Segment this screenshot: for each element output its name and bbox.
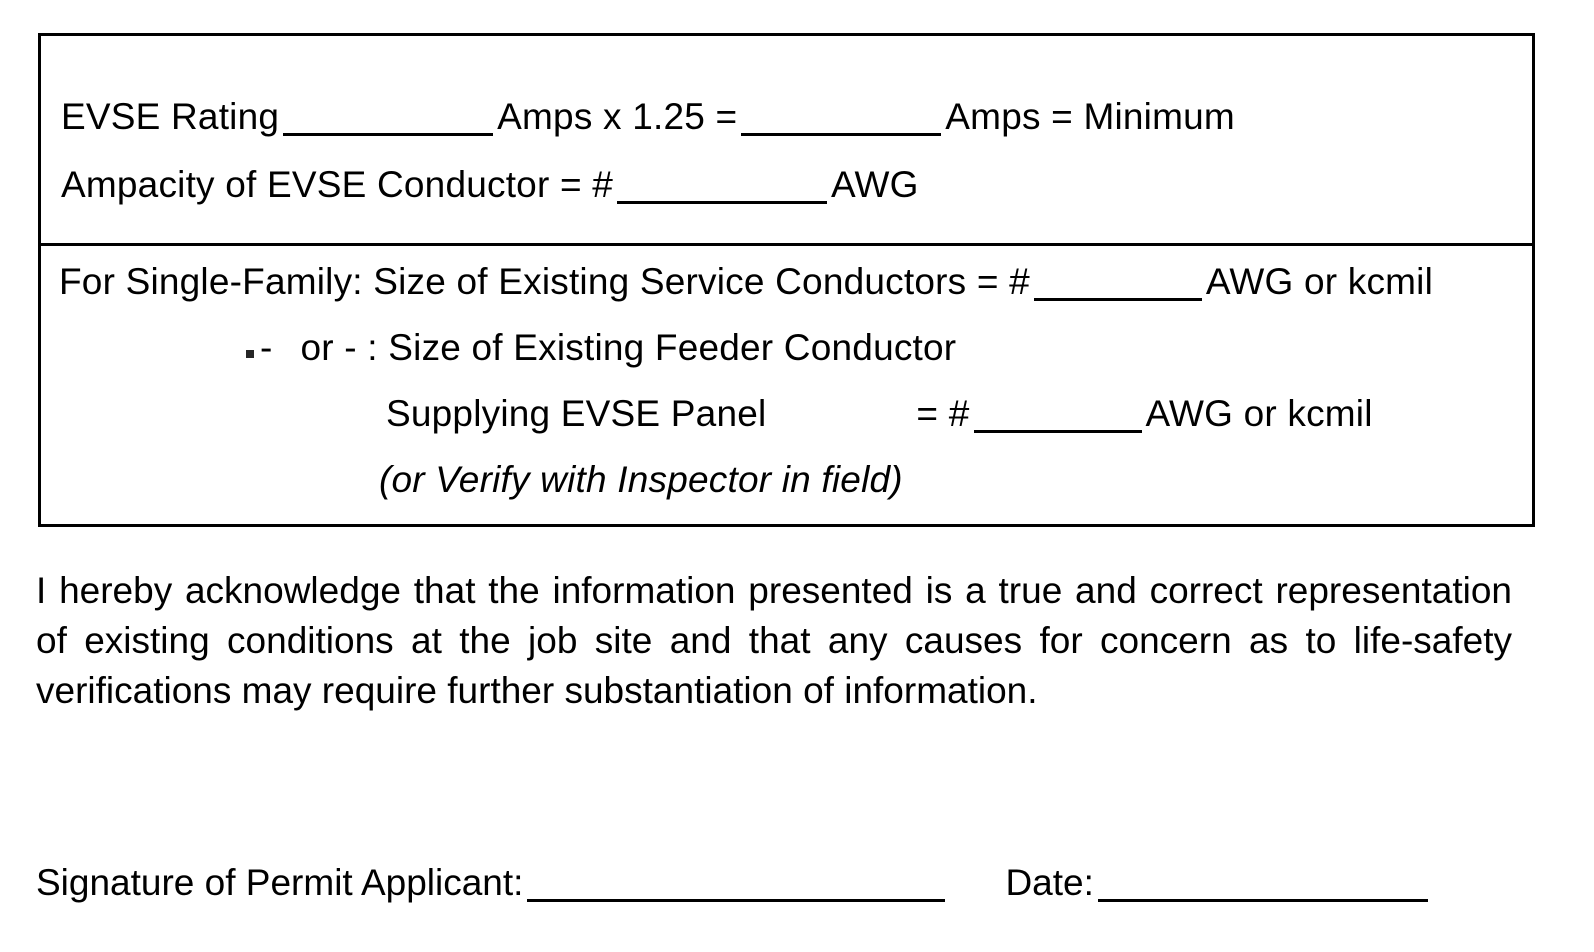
or-feeder-conductor-line: -or - : Size of Existing Feeder Conducto… (246, 329, 956, 366)
ampacity-line: Ampacity of EVSE Conductor = # AWG (61, 166, 919, 204)
signature-input-blank[interactable] (527, 899, 946, 902)
ampacity-awg-unit: AWG (831, 164, 919, 205)
form-box-divider (41, 243, 1532, 246)
feeder-conductor-size-blank[interactable] (973, 430, 1142, 433)
evse-rating-line: EVSE Rating Amps x 1.25 = Amps = Minimum (61, 98, 1235, 136)
single-family-service-label: For Single-Family: Size of Existing Serv… (59, 261, 1030, 302)
acknowledgement-line-1: I hereby acknowledge that the informatio… (36, 570, 1512, 611)
date-input-blank[interactable] (1097, 899, 1428, 902)
evse-rating-label: EVSE Rating (61, 96, 280, 137)
feeder-conductor-unit: AWG or kcmil (1145, 393, 1373, 434)
ampacity-awg-blank[interactable] (617, 201, 828, 204)
single-family-service-line: For Single-Family: Size of Existing Serv… (59, 263, 1433, 301)
acknowledgement-line-3: verifications may require further substa… (36, 670, 1038, 711)
feeder-conductor-label: or - : Size of Existing Feeder Conductor (300, 327, 957, 368)
form-section-conductor-sizing: EVSE Rating Amps x 1.25 = Amps = Minimum A… (41, 36, 1532, 243)
acknowledgement-line-2: of existing conditions at the job site a… (36, 620, 1512, 661)
evse-rating-multiplier-label: Amps x 1.25 = (497, 96, 738, 137)
signature-label: Signature of Permit Applicant: (36, 862, 524, 903)
supplying-evse-panel-line: Supplying EVSE Panel = # AWG or kcmil (386, 395, 1373, 433)
stray-mark-artifact (246, 350, 254, 358)
evse-rating-minimum-label: Amps = Minimum (945, 96, 1235, 137)
verify-with-inspector-note: (or Verify with Inspector in field) (379, 459, 903, 500)
service-conductor-unit: AWG or kcmil (1205, 261, 1434, 302)
evse-rating-result-blank[interactable] (741, 133, 942, 136)
or-dash: - (260, 327, 273, 368)
evse-form-box: EVSE Rating Amps x 1.25 = Amps = Minimum A… (38, 33, 1535, 527)
supplying-panel-equals-hash: = # (916, 393, 970, 434)
supplying-evse-panel-label: Supplying EVSE Panel (386, 393, 767, 434)
date-label: Date: (1005, 862, 1094, 903)
signature-row: Signature of Permit Applicant: Date: (36, 862, 1432, 904)
evse-rating-input-blank[interactable] (283, 133, 494, 136)
acknowledgement-paragraph: I hereby acknowledge that the informatio… (36, 566, 1512, 716)
ampacity-label: Ampacity of EVSE Conductor = # (61, 164, 614, 205)
service-conductor-size-blank[interactable] (1033, 298, 1202, 301)
